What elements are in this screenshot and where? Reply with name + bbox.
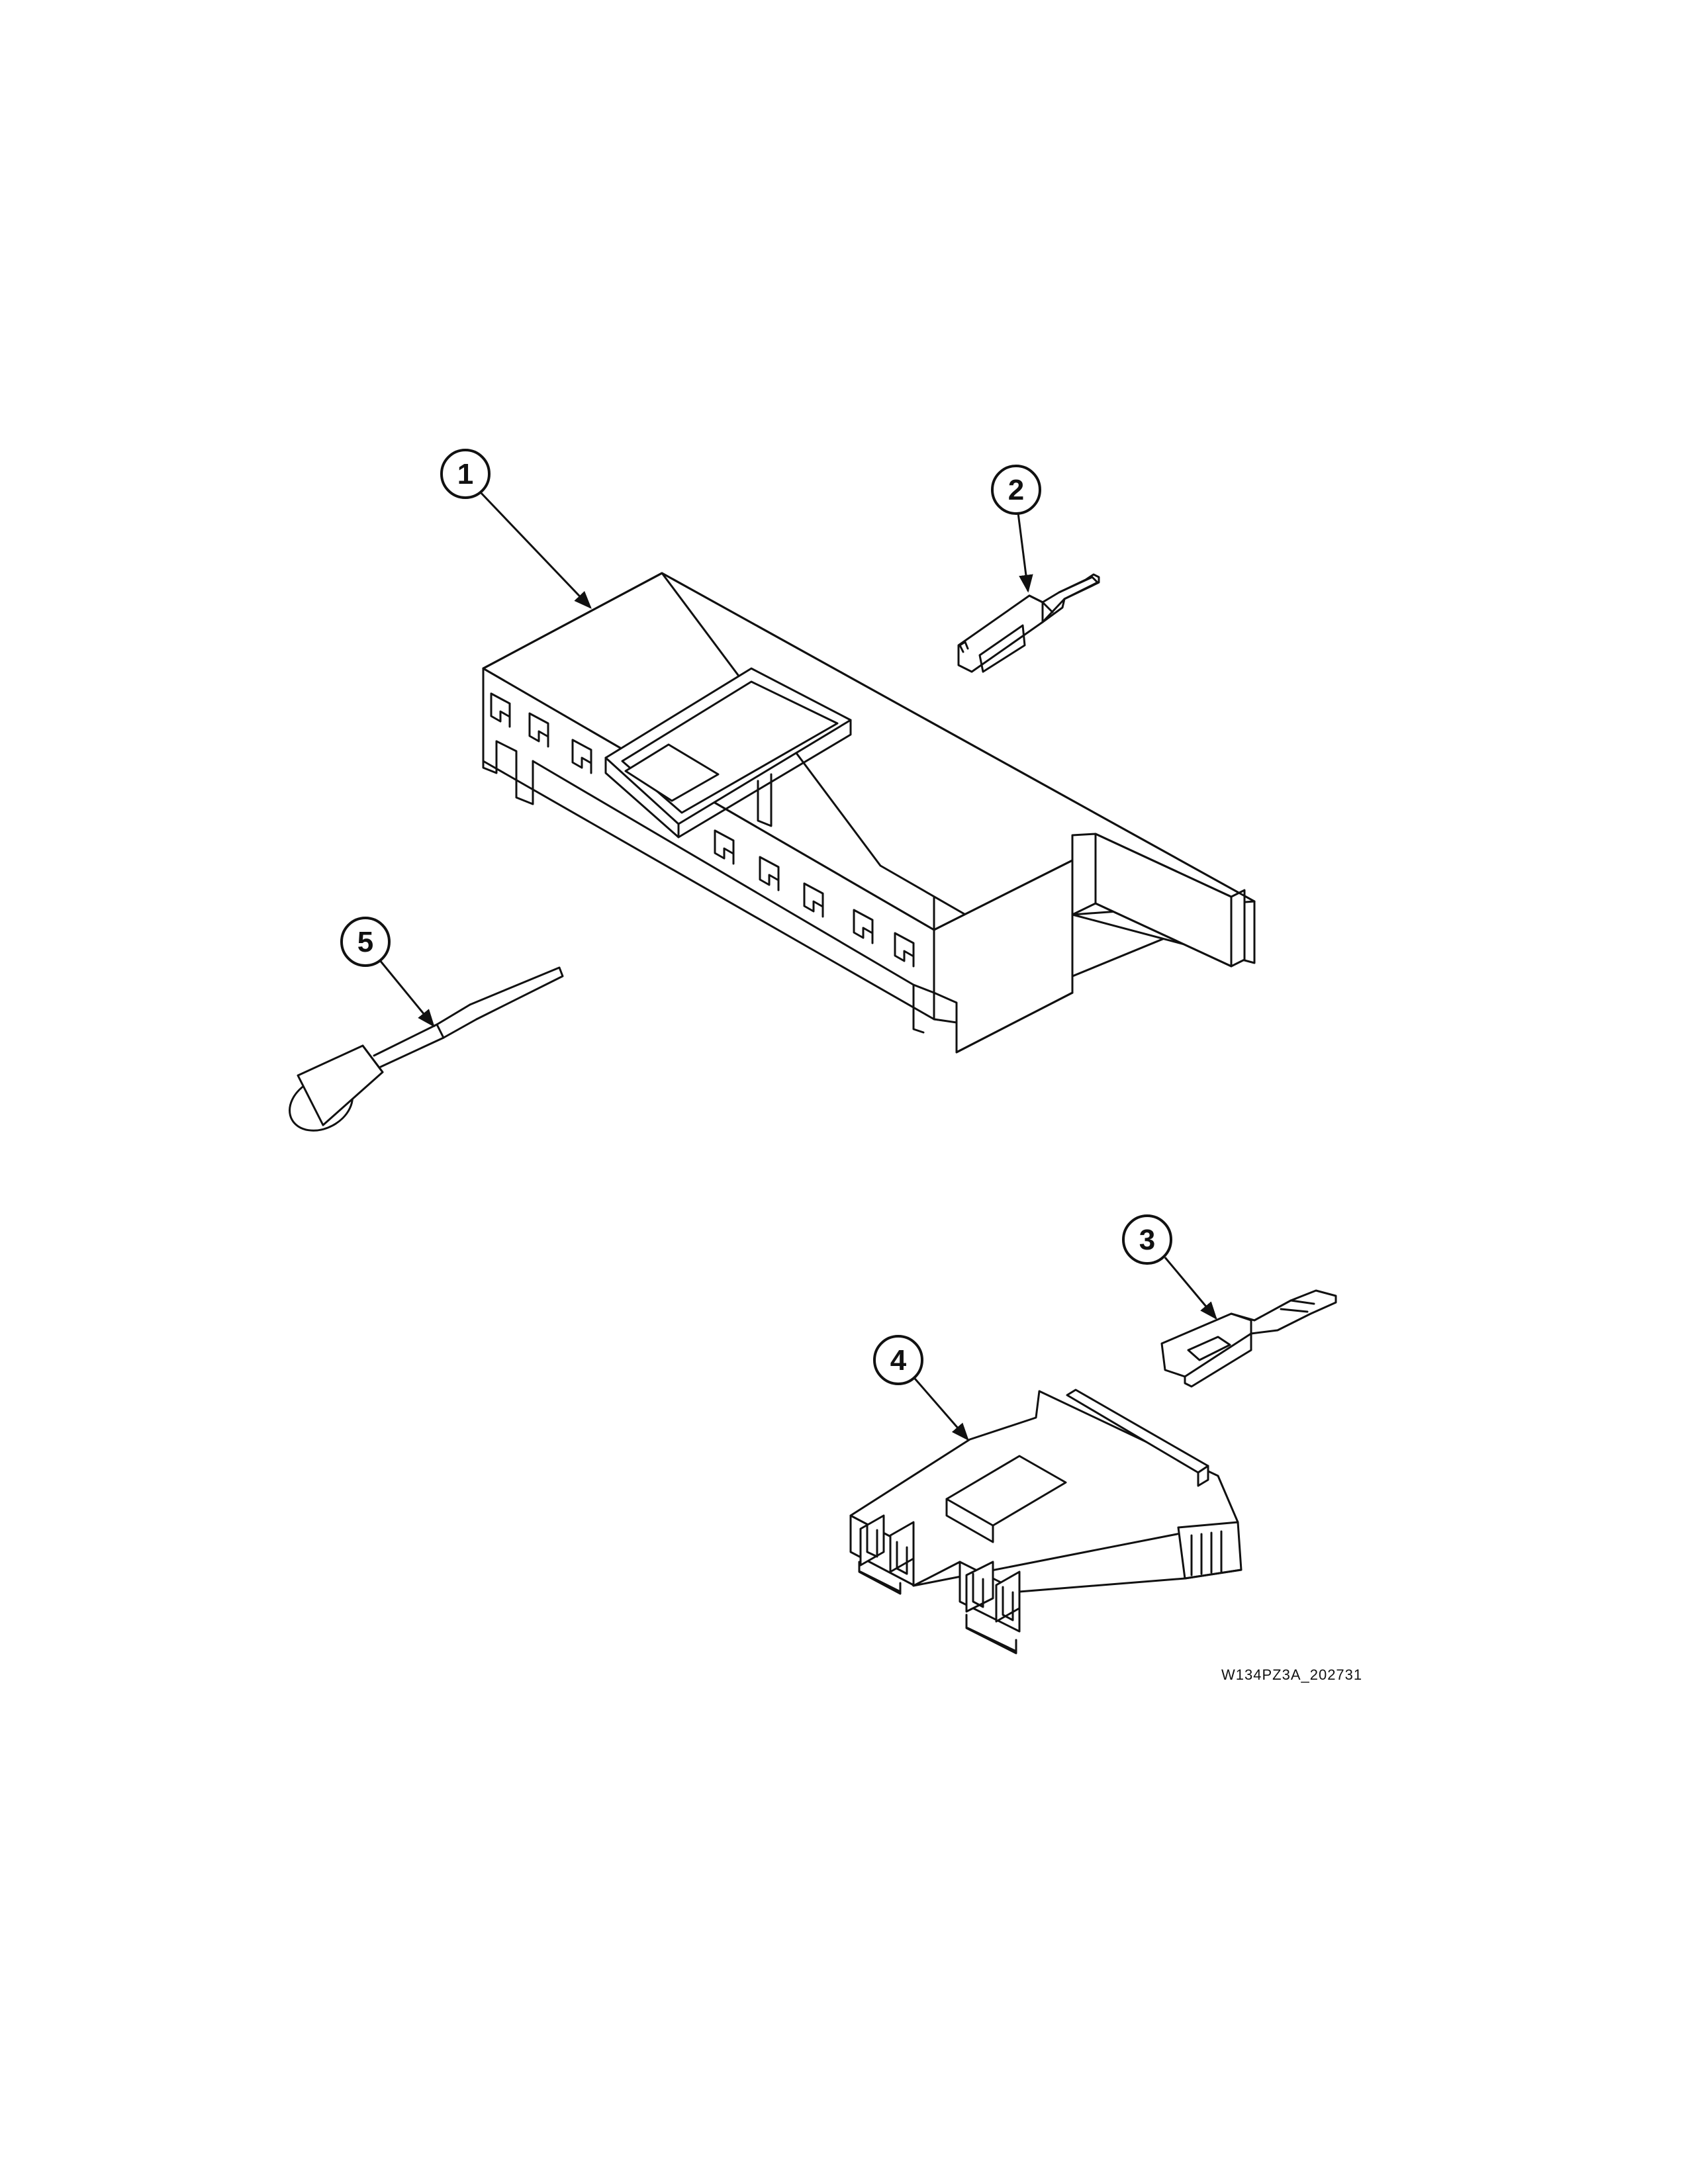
callout-5-number: 5 (357, 926, 373, 958)
callout-2-circle (991, 465, 1041, 515)
callout-5-circle (340, 917, 391, 967)
callout-4-circle (873, 1335, 923, 1385)
terminal-part-2 (957, 573, 1100, 673)
callout-4-number: 4 (890, 1344, 907, 1377)
callout-2: 2 (991, 465, 1041, 593)
connector-part-4 (849, 1388, 1243, 1655)
callout-5: 5 (340, 917, 435, 1028)
callout-1-circle (440, 449, 491, 499)
callout-1-number: 1 (457, 458, 473, 490)
callout-2-number: 2 (1008, 474, 1024, 506)
terminal-cavities-right (714, 829, 915, 968)
drawing-code: W134PZ3A_202731 (1221, 1666, 1362, 1683)
connector-housing-part-1 (482, 572, 1256, 1054)
pin-tool-part-5 (289, 966, 564, 1132)
callout-4: 4 (873, 1335, 969, 1441)
terminal-cavities-left (490, 692, 592, 774)
callout-3-circle (1122, 1214, 1172, 1265)
callout-3: 3 (1122, 1214, 1217, 1320)
callout-1: 1 (440, 449, 592, 609)
callout-3-number: 3 (1139, 1224, 1155, 1256)
terminal-part-3 (1160, 1289, 1337, 1388)
